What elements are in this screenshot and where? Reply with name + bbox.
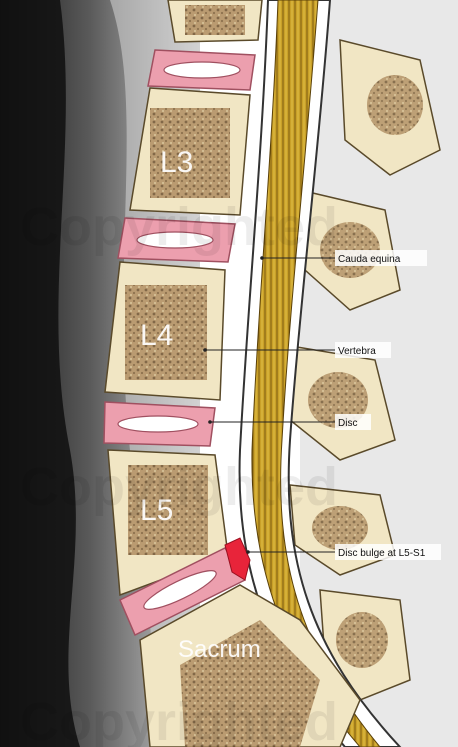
watermark-3: Copyrighted bbox=[20, 692, 338, 747]
watermark-2: Copyrighted bbox=[20, 457, 338, 517]
callout-vertebra: Vertebra bbox=[338, 346, 376, 357]
label-sacrum: Sacrum bbox=[178, 636, 261, 663]
label-l3: L3 bbox=[160, 146, 193, 179]
label-l4: L4 bbox=[140, 319, 173, 352]
callout-cauda-equina: Cauda equina bbox=[338, 254, 401, 265]
callout-disc-bulge: Disc bulge at L5-S1 bbox=[338, 548, 426, 559]
watermark-1: Copyrighted bbox=[20, 197, 338, 257]
callout-disc: Disc bbox=[338, 418, 357, 429]
